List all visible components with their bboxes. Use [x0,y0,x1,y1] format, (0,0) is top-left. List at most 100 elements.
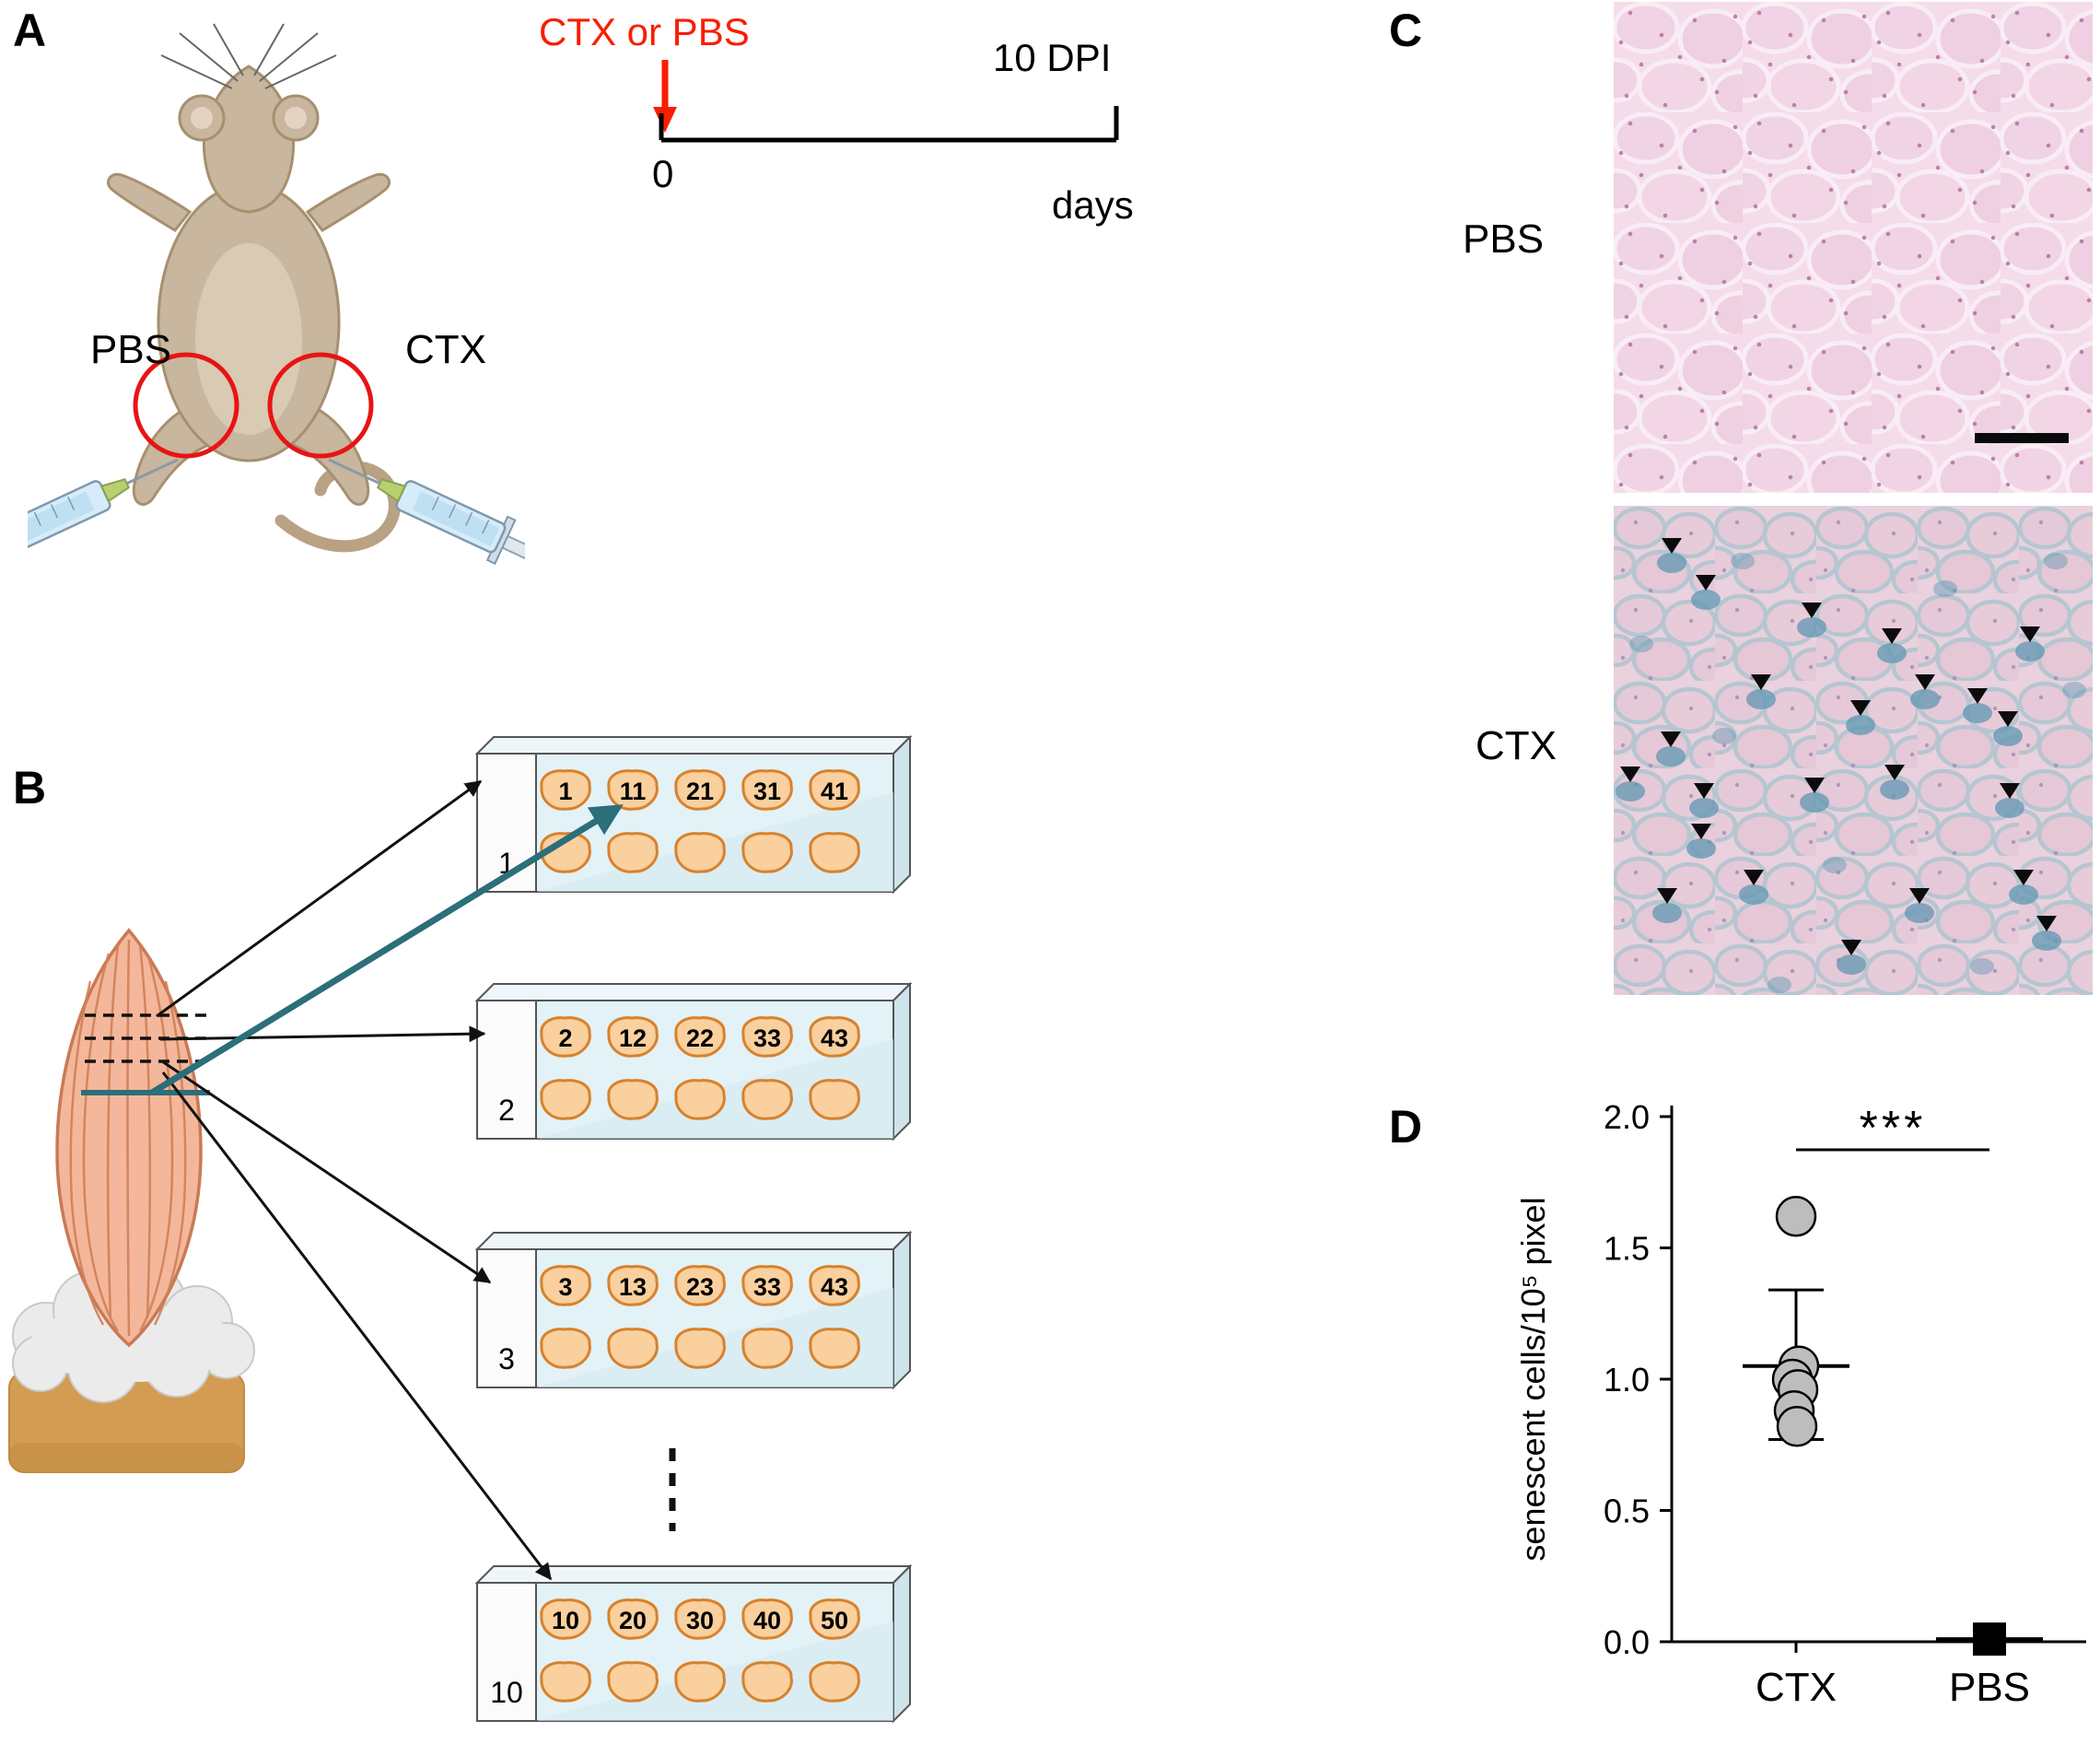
tissue-section-number: 23 [686,1273,714,1301]
tissue-section [674,1661,726,1703]
ctx-tissue [1614,506,2093,995]
timeline-axis [659,106,1119,143]
slide-front-face [476,1000,894,1140]
ctx-tint [1614,506,2093,995]
tissue-section-number: 33 [753,1024,781,1052]
slide-side-face [892,734,911,895]
senescent-cell-stain [1656,746,1686,767]
tissue-section [540,1079,591,1120]
panel-b-label: B [13,762,47,813]
mouse-front-paw-right [305,172,391,232]
senescent-cell-stain [1657,553,1686,573]
tissue-section-number: 22 [686,1024,714,1052]
arrowhead-marker [1850,700,1871,716]
tissue-section-number: 12 [619,1024,647,1052]
mouse-front-paw-left [107,172,192,232]
senescent-cell-stain [1691,590,1721,610]
slide-top-face [474,1232,913,1250]
tissue-section [540,832,591,873]
senescent-cell-stain [1910,689,1940,709]
tissue-section [674,1265,726,1306]
ctx-injection-label: CTX [405,327,486,372]
tissue-section-number: 30 [686,1607,714,1634]
senescent-cell-stain [1629,636,1653,652]
slide-glass-sheen [536,792,893,892]
arrowhead-marker [1620,767,1640,782]
tissue-section [607,1328,659,1369]
tissue-section [741,832,793,873]
mouse-head [202,64,296,214]
senescent-cell-stain [2009,884,2038,905]
panel-c-label: C [1389,5,1423,56]
injection-site-circle-right [267,352,374,459]
slide-label: 1 [498,847,515,880]
tissue-section [607,1598,659,1640]
y-tick-label: 2.0 [1604,1098,1650,1136]
senescence-markers [1616,538,2086,993]
slide-front-face [476,1582,894,1722]
y-axis-title: senescent cells/10⁵ pixel [1514,1197,1552,1561]
tissue-section-number: 43 [821,1024,848,1052]
tissue-section [741,1598,793,1640]
senescent-cell-stain [2032,931,2061,951]
slide-label: 2 [498,1094,515,1127]
tissue-section [674,1328,726,1369]
tissue-section [809,769,860,811]
pbs-injection-label: PBS [90,327,172,372]
tissue-section-number: 41 [821,778,848,805]
tissue-section-number: 13 [619,1273,647,1301]
tissue-section [809,1079,860,1120]
slide-frosted-end [476,1000,537,1140]
tissue-section-number: 33 [753,1273,781,1301]
tissue-section-number: 50 [821,1607,848,1634]
arrowhead-marker [1841,940,1861,955]
data-point-pbs [1973,1622,2006,1656]
tissue-section [741,1328,793,1369]
arrowhead-marker [1909,888,1930,904]
tissue-section [809,832,860,873]
slide-side-face [892,1563,911,1724]
treatment-arrow [653,60,677,133]
arrowhead-marker [2020,626,2040,642]
senescent-cell-stain [1995,798,2024,818]
senescent-cell-stain [1933,580,1957,597]
tissue-section-number: 3 [558,1273,572,1301]
tissue-section [809,1661,860,1703]
tissue-section-number: 40 [753,1607,781,1634]
timeline-unit-label: days [1052,183,1134,227]
tissue-section [540,1328,591,1369]
tissue-section [607,769,659,811]
tissue-section-number: 31 [753,778,781,805]
tissue-section [607,1079,659,1120]
senescent-cell-stain [1963,703,1992,723]
senescent-cell-stain [2044,553,2068,569]
senescent-cell-stain [1800,792,1829,813]
senescent-cell-stain [1616,781,1645,802]
ctx-image-label: CTX [1476,723,1557,768]
x-category-label: CTX [1756,1665,1837,1710]
tissue-section [741,769,793,811]
senescent-cell-stain [1797,617,1826,638]
mouse-inner-ear-right [285,107,307,129]
tissue-section [741,1265,793,1306]
tissue-section [674,832,726,873]
tissue-section-number: 21 [686,778,714,805]
arrowhead-marker [1694,783,1714,799]
arrowhead-marker [1661,732,1681,747]
senescent-cell-stain [1823,857,1847,873]
platform-shadow [9,1443,244,1472]
senescent-cell-stain [1746,689,1776,709]
tissue-section [540,1661,591,1703]
arrowhead-marker [1804,778,1825,793]
senescent-cell-stain [1880,779,1909,800]
slide-side-face [892,1230,911,1390]
senescent-cell-stain [2015,641,2045,661]
slide-frosted-end [476,1248,537,1388]
pbs-tissue [1614,2,2093,493]
arrowhead-marker [1882,628,1902,644]
tissue-section-number: 1 [558,778,572,805]
